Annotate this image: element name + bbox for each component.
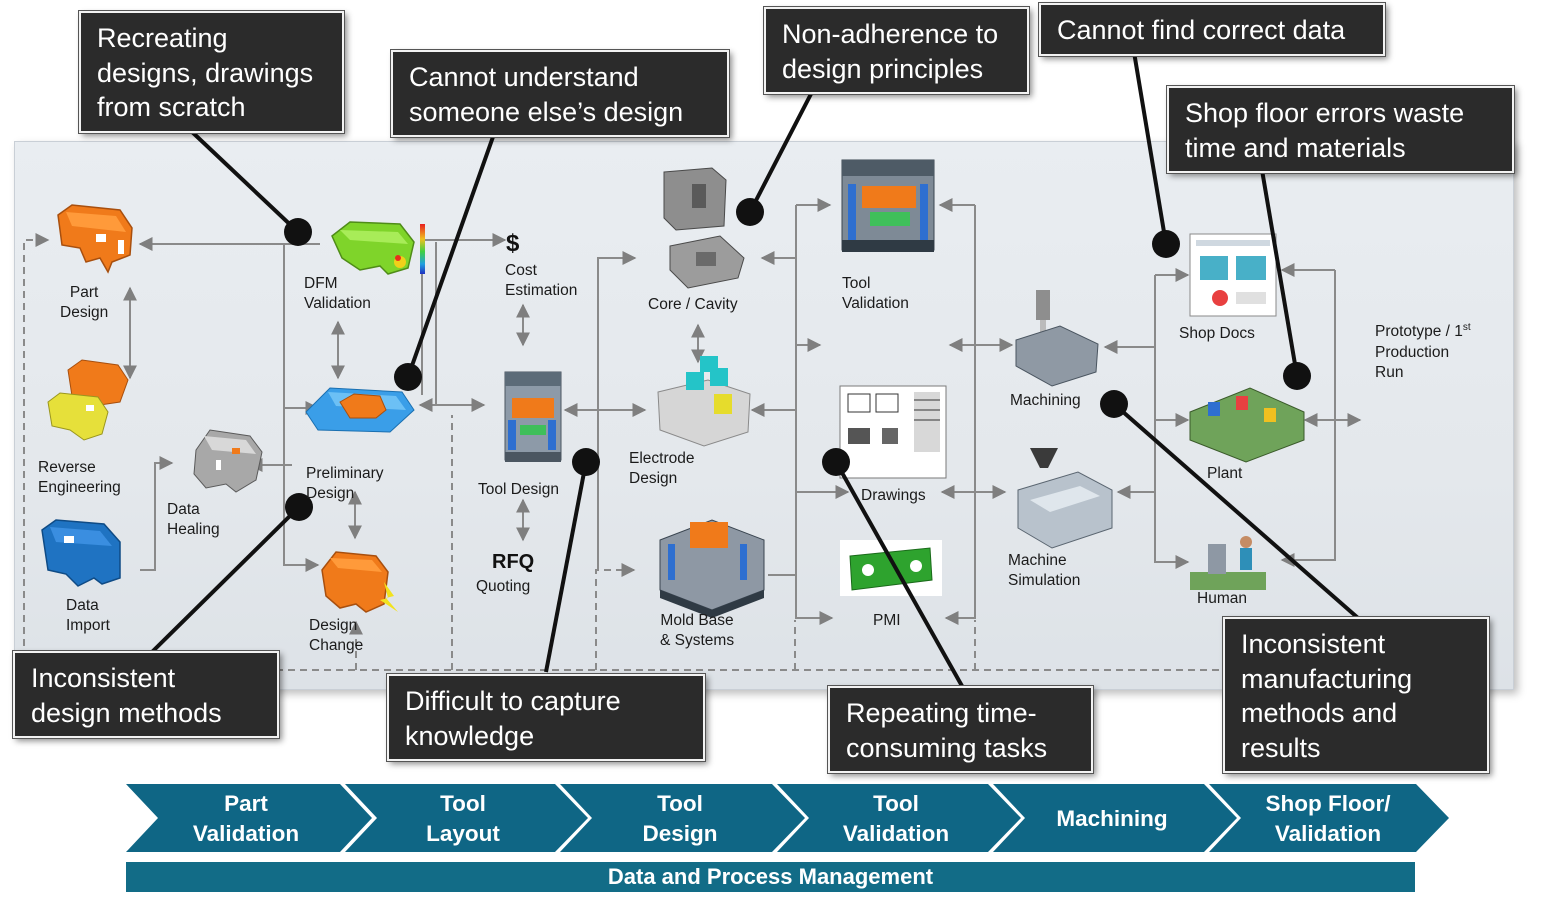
- dfm-validation-image: [331, 221, 425, 275]
- mold-base-label: Mold Base& Systems: [660, 612, 735, 650]
- mold-base-image: [659, 519, 765, 618]
- core-cavity-image: [663, 167, 745, 289]
- drawings-label: Drawings: [861, 487, 926, 504]
- data-healing-image: [193, 429, 263, 493]
- preliminary-design-image: [305, 387, 415, 433]
- shop-docs-label: Shop Docs: [1179, 325, 1255, 342]
- pmi-label: PMI: [873, 612, 901, 629]
- data-process-management-bar: Data and Process Management: [126, 862, 1415, 892]
- rfq-label: RFQ: [492, 551, 535, 573]
- human-image: [1190, 536, 1266, 590]
- tool-validation-image: [841, 159, 935, 252]
- design-change-image: [321, 551, 398, 613]
- quoting-label: Quoting: [476, 578, 531, 595]
- human-label: Human: [1197, 590, 1247, 607]
- cost-dollar-icon: $: [506, 230, 520, 257]
- machining-label: Machining: [1010, 392, 1081, 409]
- data-import-image: [41, 519, 121, 587]
- pmi-image: [840, 540, 942, 596]
- electrode-design-image: [657, 356, 751, 447]
- drawings-image: [839, 385, 947, 479]
- machine-simulation-image: [1017, 448, 1113, 549]
- core-cavity-label: Core / Cavity: [648, 296, 738, 313]
- callout-repeating-tasks: Repeating time-consuming tasks: [827, 684, 1094, 775]
- tool-design-label: Tool Design: [478, 481, 559, 498]
- machining-image: [1015, 290, 1099, 387]
- plant-label: Plant: [1207, 465, 1243, 482]
- callout-cannot-find-data: Cannot find correct data: [1038, 2, 1386, 57]
- plant-image: [1189, 387, 1305, 463]
- tool-design-image: [504, 371, 562, 462]
- reverse-engineering-image: [47, 359, 129, 441]
- part-design-image: [57, 204, 133, 274]
- stage-chevrons: [126, 784, 1449, 852]
- prototype-label: Prototype / 1st Production Run: [1375, 322, 1471, 382]
- shop-docs-image: [1189, 233, 1277, 317]
- stage-shop-floor-validation: Shop Floor/Validation: [1265, 791, 1391, 846]
- stage-machining: Machining: [1056, 806, 1168, 831]
